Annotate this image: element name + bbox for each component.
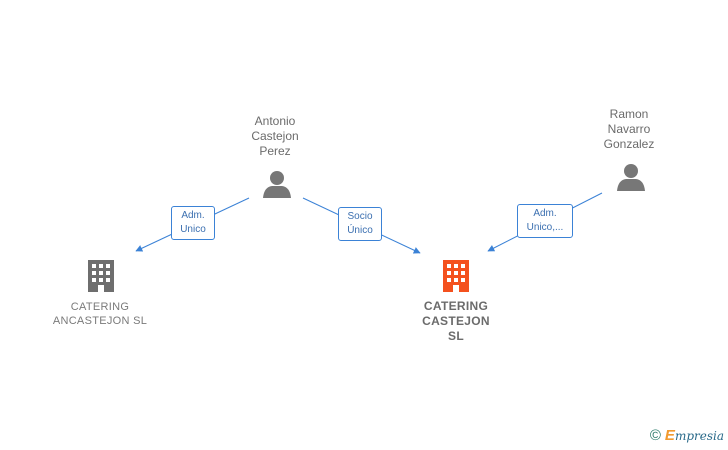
footer-credit: © Empresia — [650, 427, 724, 444]
relation-label-adm-unico[interactable]: Adm. Unico — [171, 206, 215, 240]
company-name-castejon[interactable]: CATERING CASTEJON SL — [406, 299, 506, 344]
person-icon[interactable] — [616, 162, 646, 192]
person-name-ramon[interactable]: Ramon Navarro Gonzalez — [584, 107, 674, 152]
name-line: CATERING — [70, 301, 130, 313]
name-line: ANCASTEJON SL — [52, 315, 148, 327]
label-line: Socio — [347, 211, 373, 222]
name-line: Antonio — [254, 114, 296, 128]
name-line: Castejon — [251, 129, 299, 143]
building-icon[interactable] — [86, 259, 116, 293]
company-name-ancastejon[interactable]: CATERING ANCASTEJON SL — [40, 300, 160, 328]
label-line: Único — [347, 225, 373, 236]
name-line: CATERING — [423, 299, 489, 313]
copyright-icon: © — [649, 427, 661, 444]
name-line: SL — [448, 329, 464, 343]
relation-label-adm-unico-more[interactable]: Adm. Unico,... — [517, 204, 573, 238]
building-icon[interactable] — [441, 259, 471, 293]
name-line: CASTEJON — [422, 314, 490, 328]
brand-name: mpresia — [674, 429, 724, 443]
label-line: Unico,... — [526, 222, 564, 233]
label-line: Adm. — [181, 210, 205, 221]
name-line: Navarro — [607, 122, 651, 136]
label-line: Unico — [180, 224, 206, 235]
name-line: Perez — [259, 144, 291, 158]
brand-initial: E — [664, 427, 675, 444]
brand-logo[interactable]: Empresia — [665, 427, 724, 444]
label-line: Adm. — [533, 208, 557, 219]
person-name-antonio[interactable]: Antonio Castejon Perez — [230, 114, 320, 159]
relation-label-socio-unico[interactable]: Socio Único — [338, 207, 382, 241]
person-icon[interactable] — [262, 169, 292, 199]
name-line: Gonzalez — [603, 137, 655, 151]
name-line: Ramon — [609, 107, 649, 121]
